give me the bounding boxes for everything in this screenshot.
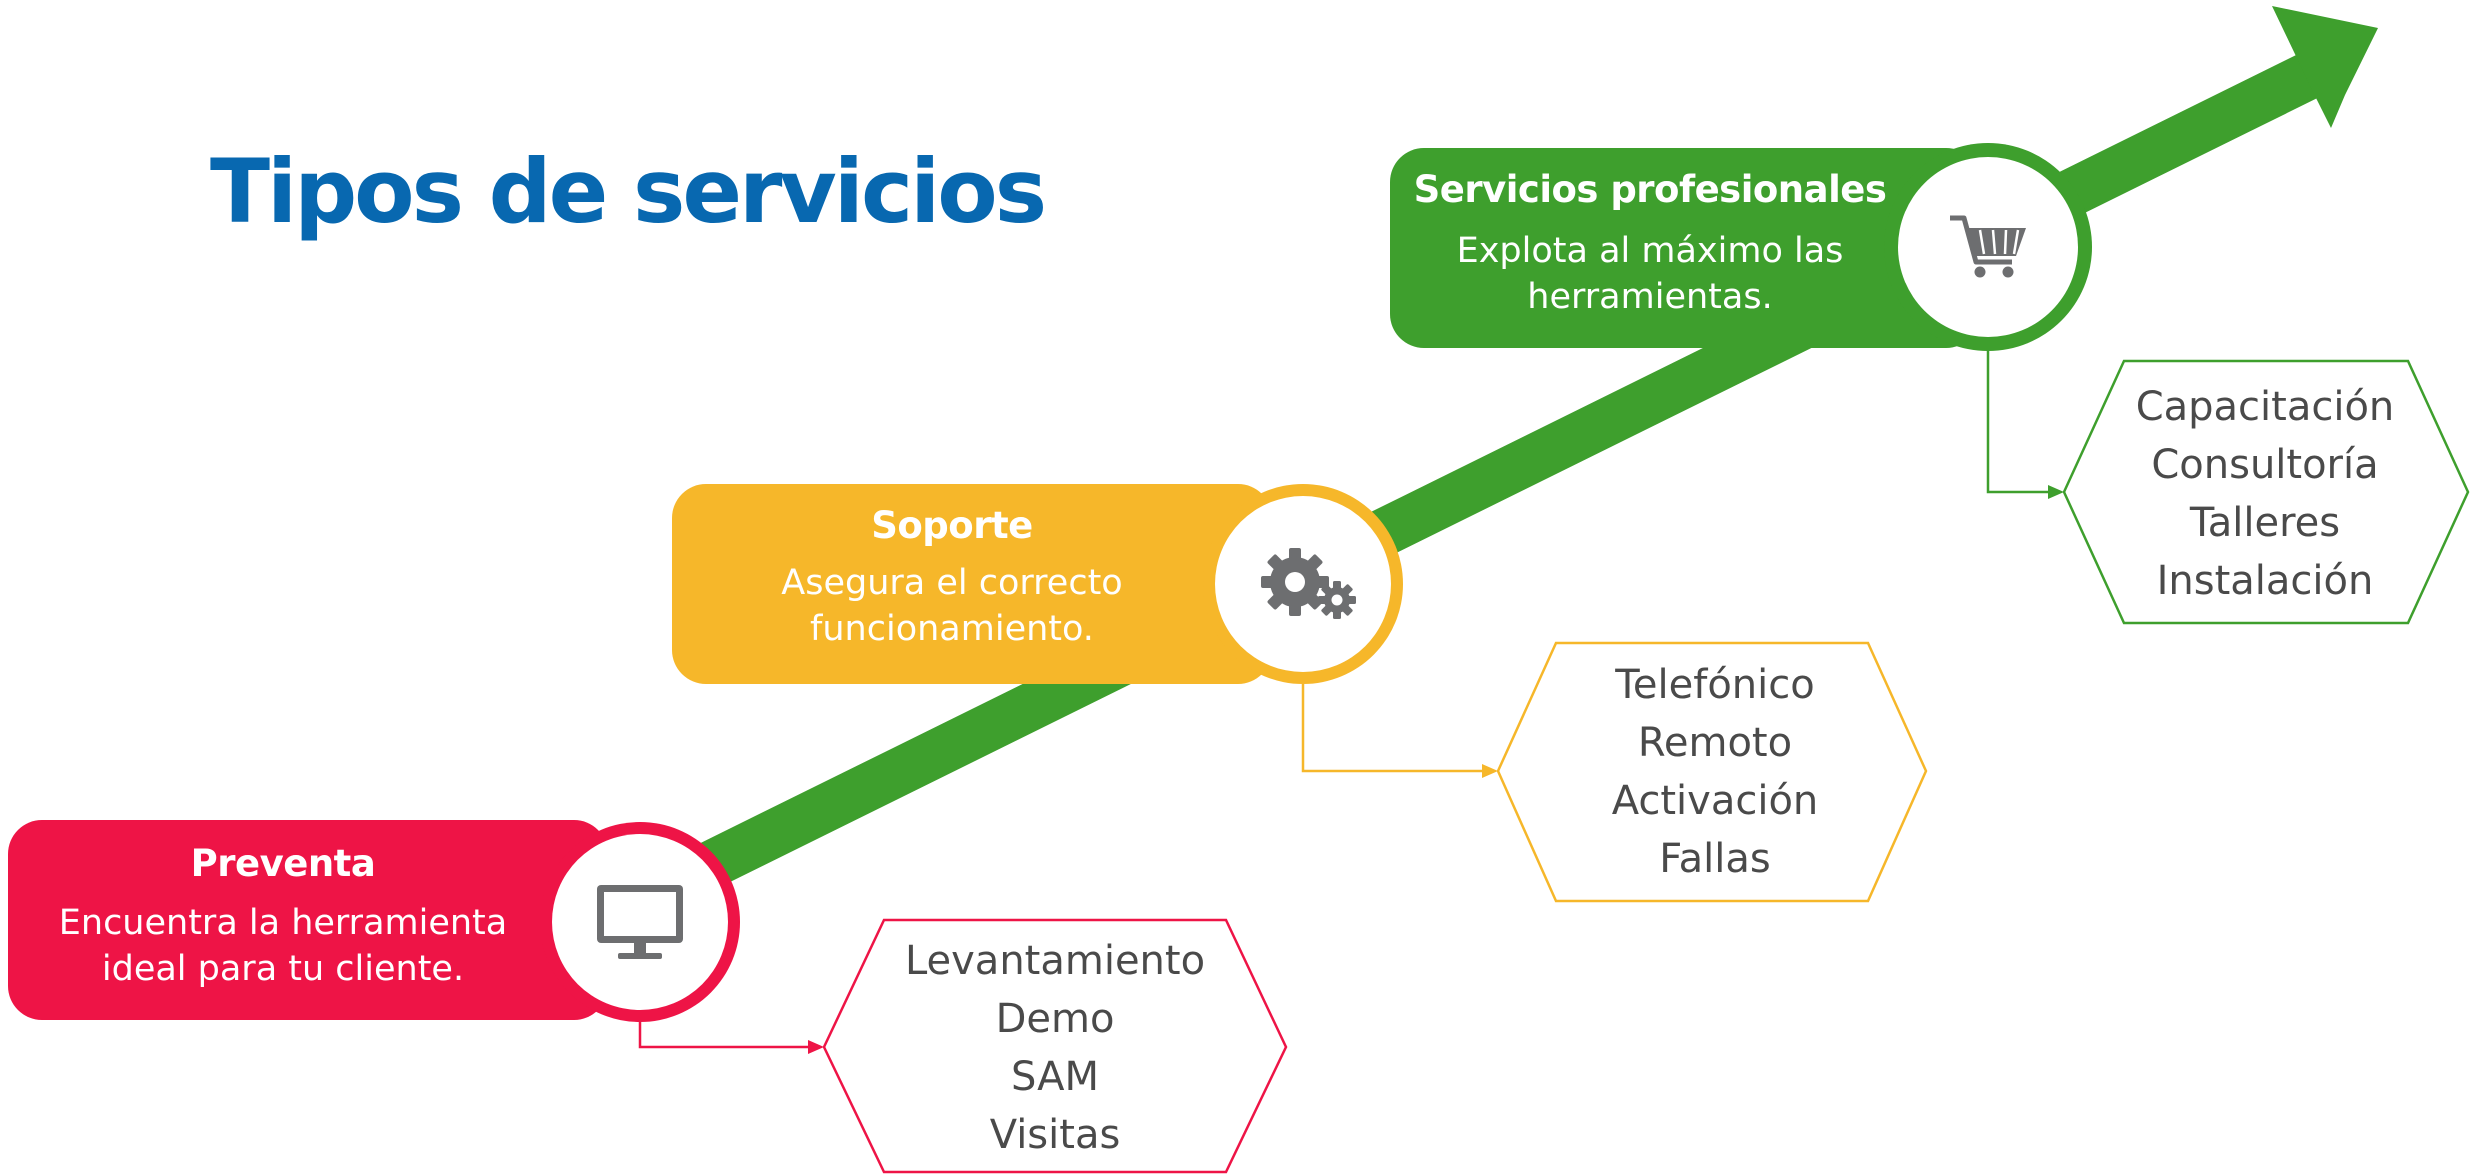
- growth-arrow-head: [2272, 6, 2378, 128]
- soporte-services-list: Telefónico Remoto Activación Fallas: [1500, 656, 1930, 888]
- list-item: Telefónico: [1615, 662, 1815, 708]
- stage-title: Preventa: [190, 842, 376, 885]
- shopping-cart-icon: [1950, 215, 2026, 278]
- stage-description: Asegura el correcto funcionamiento.: [781, 563, 1123, 649]
- profesionales-connector: [1986, 348, 2064, 499]
- soporte-card: Soporte Asegura el correcto funcionamien…: [672, 484, 1272, 684]
- profesionales-hexagon: [2062, 359, 2470, 625]
- preventa-services-list: Levantamiento Demo SAM Visitas: [830, 932, 1280, 1164]
- list-item: Demo: [995, 996, 1115, 1042]
- list-item: Capacitación: [2135, 384, 2395, 430]
- list-item: Consultoría: [2151, 442, 2379, 488]
- page-title: Tipos de servicios: [210, 140, 1047, 243]
- list-item: Remoto: [1637, 720, 1793, 766]
- soporte-connector: [1301, 684, 1498, 778]
- stage-title: Servicios profesionales: [1413, 168, 1887, 211]
- list-item: Fallas: [1659, 836, 1771, 882]
- list-item: Instalación: [2156, 558, 2374, 604]
- stage-description: Encuentra la herramienta ideal para tu c…: [58, 903, 508, 989]
- preventa-icon-circle: [540, 822, 740, 1022]
- stage-title: Soporte: [871, 504, 1033, 547]
- profesionales-card: Servicios profesionales Explota al máxim…: [1390, 148, 1980, 348]
- preventa-hexagon: [822, 918, 1288, 1174]
- monitor-icon: [597, 885, 683, 959]
- soporte-hexagon: [1496, 641, 1928, 903]
- gears-icon: [1261, 548, 1356, 619]
- list-item: Visitas: [989, 1112, 1121, 1158]
- stage-description: Explota al máximo las herramientas.: [1456, 231, 1844, 317]
- preventa-card: Preventa Encuentra la herramienta ideal …: [8, 820, 608, 1020]
- list-item: SAM: [1010, 1054, 1099, 1100]
- profesionales-services-list: Capacitación Consultoría Talleres Instal…: [2065, 378, 2465, 610]
- soporte-icon-circle: [1203, 484, 1403, 684]
- list-item: Talleres: [2189, 500, 2341, 546]
- profesionales-icon-circle: [1884, 143, 2092, 351]
- list-item: Activación: [1611, 778, 1819, 824]
- preventa-connector: [638, 1020, 824, 1054]
- list-item: Levantamiento: [904, 938, 1206, 984]
